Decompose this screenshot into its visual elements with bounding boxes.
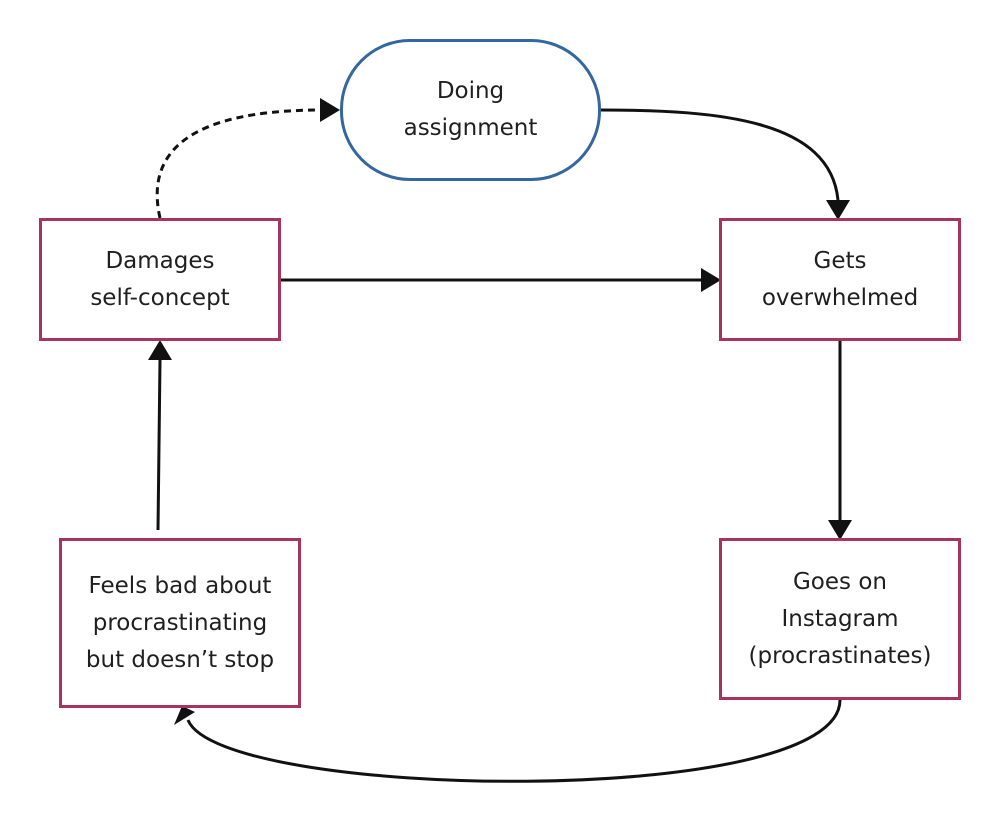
node-damages-self-concept-label: Damages self-concept bbox=[90, 247, 230, 311]
node-goes-on-instagram-label: Goes on Instagram (procrastinates) bbox=[748, 568, 932, 669]
node-doing-assignment-label: Doing assignment bbox=[403, 78, 538, 141]
node-doing-assignment: Doing assignment bbox=[340, 39, 601, 181]
arrow-damages-to-assignment-dashed bbox=[155, 108, 323, 219]
arrow-feelsbad-to-damages bbox=[156, 359, 162, 531]
arrowhead-feelsbad-to-damages bbox=[148, 340, 172, 360]
node-goes-on-instagram: Goes on Instagram (procrastinates) bbox=[719, 538, 961, 700]
arrowhead-damages-to-overwhelmed bbox=[701, 268, 721, 292]
arrow-assignment-to-overwhelmed bbox=[600, 108, 840, 201]
node-feels-bad: Feels bad about procrastinating but does… bbox=[59, 538, 301, 708]
arrow-instagram-to-feelsbad bbox=[186, 699, 842, 783]
arrowhead-assignment-to-overwhelmed bbox=[826, 200, 850, 220]
node-gets-overwhelmed-label: Gets overwhelmed bbox=[761, 247, 919, 311]
node-feels-bad-label: Feels bad about procrastinating but does… bbox=[85, 572, 275, 673]
node-gets-overwhelmed: Gets overwhelmed bbox=[719, 218, 961, 341]
node-damages-self-concept: Damages self-concept bbox=[39, 218, 281, 341]
arrowhead-overwhelmed-to-instagram bbox=[828, 520, 852, 540]
arrowhead-damages-to-assignment bbox=[320, 98, 340, 122]
arrowhead-instagram-to-feelsbad bbox=[174, 706, 195, 725]
